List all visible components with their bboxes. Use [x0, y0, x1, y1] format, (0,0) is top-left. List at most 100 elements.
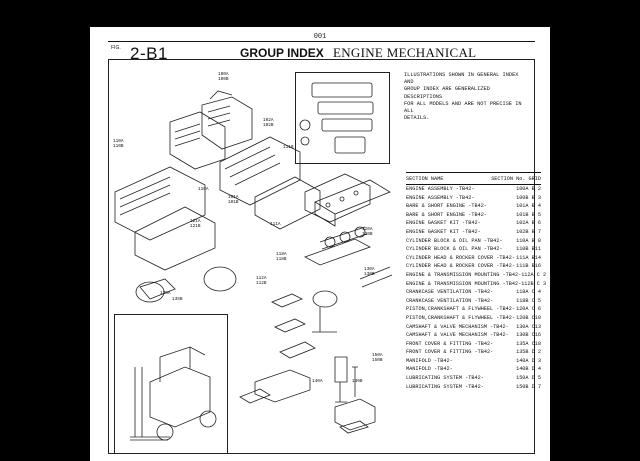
row-grid: C 3 — [536, 280, 547, 287]
row-code: 118A — [516, 289, 529, 296]
manifold-illustration — [239, 369, 376, 434]
index-row[interactable]: CAMSHAFT & VALVE MECHANISM -TB42-130B C1… — [406, 331, 541, 340]
row-code: 112A — [521, 271, 534, 278]
row-code: 135A — [516, 340, 529, 347]
engine-assembly-illustration — [169, 90, 253, 170]
index-row[interactable]: ENGINE & TRANSMISSION MOUNTING -TB42-112… — [406, 271, 546, 280]
row-code: 120B — [516, 314, 529, 321]
row-code: 101B — [516, 211, 529, 218]
index-row[interactable]: ENGINE ASSEMBLY -TB42-100A B 2 — [406, 185, 541, 194]
row-code: 102B — [516, 228, 529, 235]
row-grid: D 2 — [531, 349, 541, 356]
row-grid: B 5 — [531, 211, 541, 218]
callout: 121A — [190, 219, 201, 224]
index-row[interactable]: LUBRICATING SYSTEM -TB42-150A D 5 — [406, 374, 541, 383]
index-row[interactable]: LUBRICATING SYSTEM -TB42-150B D 7 — [406, 383, 541, 392]
row-code: 130B — [516, 332, 529, 339]
callout: 120A — [362, 227, 373, 232]
note-line: DETAILS. — [404, 115, 430, 122]
index-row[interactable]: FRONT COVER & FITTING -TB42-135B D 2 — [406, 348, 541, 357]
index-row[interactable]: CYLINDER BLOCK & OIL PAN -TB42-110A B 8 — [406, 237, 541, 246]
index-row[interactable]: CRANKCASE VENTILATION -TB42-118A C 4 — [406, 288, 541, 297]
row-code: 100B — [516, 194, 529, 201]
index-row[interactable]: CAMSHAFT & VALVE MECHANISM -TB42-130A C1… — [406, 323, 541, 332]
index-row[interactable]: CYLINDER HEAD & ROCKER COVER -TB42-111A … — [406, 254, 541, 263]
row-section-code: 118A C 4 — [516, 288, 541, 297]
index-row[interactable]: PISTON,CRANKSHAFT & FLYWHEEL -TB42-120B … — [406, 314, 541, 323]
row-section-name: ENGINE GASKET KIT -TB42- — [406, 228, 481, 235]
callout: 130A — [364, 267, 375, 272]
callout: 101B — [228, 200, 239, 205]
callout: 135A — [160, 291, 171, 296]
row-code: 135B — [516, 349, 529, 356]
row-section-code: 111B B16 — [516, 262, 541, 271]
index-row[interactable]: MANIFOLD -TB42-140A D 3 — [406, 357, 541, 366]
row-section-name: CYLINDER BLOCK & OIL PAN -TB42- — [406, 237, 503, 244]
callout: 100B — [218, 77, 229, 82]
index-row[interactable]: FRONT COVER & FITTING -TB42-135A C18 — [406, 340, 541, 349]
row-section-name: ENGINE ASSEMBLY -TB42- — [406, 194, 475, 201]
row-section-code: 110B B11 — [516, 245, 541, 254]
row-code: 111B — [516, 263, 529, 270]
callout: 110A — [113, 139, 124, 144]
row-grid: C10 — [531, 314, 541, 321]
callout: 110B — [113, 144, 124, 149]
callout: 130B — [364, 272, 375, 277]
row-section-code: 101B B 5 — [516, 211, 541, 220]
row-grid: C 6 — [531, 306, 541, 313]
row-grid: C 5 — [531, 297, 541, 304]
row-grid: B14 — [531, 254, 541, 261]
row-section-name: BARE & SHORT ENGINE -TB42- — [406, 203, 487, 210]
index-row[interactable]: CRANKCASE VENTILATION -TB42-118B C 5 — [406, 297, 541, 306]
row-code: 140A — [516, 357, 529, 364]
page-subtitle: ENGINE MECHANICAL — [333, 45, 477, 60]
callout: 150A — [372, 353, 383, 358]
index-row[interactable]: ENGINE & TRANSMISSION MOUNTING -TB42-112… — [406, 280, 546, 289]
row-section-code: 135B D 2 — [516, 348, 541, 357]
row-section-code: 140A D 3 — [516, 357, 541, 366]
callout: 110A — [198, 187, 209, 192]
row-section-name: MANIFOLD -TB42- — [406, 366, 453, 373]
header-section-no: SECTION No. GRID — [491, 176, 541, 182]
row-section-code: 111A B14 — [516, 254, 541, 263]
figure-label: FIG. — [111, 45, 121, 51]
row-code: 120A — [516, 306, 529, 313]
index-row[interactable]: PISTON,CRANKSHAFT & FLYWHEEL -TB42-120A … — [406, 305, 541, 314]
gasket-kit-illustration — [299, 82, 374, 154]
row-grid: C16 — [531, 332, 541, 339]
row-section-code: 120A C 6 — [516, 305, 541, 314]
row-section-code: 118B C 5 — [516, 297, 541, 306]
row-grid: B 2 — [531, 186, 541, 192]
title-rule — [108, 41, 535, 60]
illustration-frame — [108, 59, 535, 454]
page-title: GROUP INDEX — [240, 46, 324, 60]
row-section-name: FRONT COVER & FITTING -TB42- — [406, 340, 494, 347]
row-grid: B 3 — [531, 194, 541, 201]
row-grid: C13 — [531, 323, 541, 330]
row-grid: C 2 — [536, 271, 547, 278]
section-index-table: SECTION NAME SECTION No. GRID ENGINE ASS… — [406, 172, 546, 392]
callout: 111B — [283, 145, 294, 150]
index-row[interactable]: CYLINDER HEAD & ROCKER COVER -TB42-111B … — [406, 262, 541, 271]
index-row[interactable]: MANIFOLD -TB42-140B D 4 — [406, 365, 541, 374]
mounting-bracket-illustration — [271, 293, 316, 359]
index-header: SECTION NAME SECTION No. GRID — [406, 172, 541, 185]
index-row[interactable]: CYLINDER BLOCK & OIL PAN -TB42-110B B11 — [406, 245, 541, 254]
index-row[interactable]: ENGINE GASKET KIT -TB42-102A B 6 — [406, 219, 541, 228]
index-row[interactable]: BARE & SHORT ENGINE -TB42- 101A B 4 — [406, 202, 541, 211]
row-grid: D 5 — [531, 375, 541, 382]
index-row[interactable]: BARE & SHORT ENGINE -TB42-101B B 5 — [406, 211, 541, 220]
callout: 140B — [352, 379, 363, 384]
callout: 112A — [256, 276, 267, 281]
row-section-name: LUBRICATING SYSTEM -TB42- — [406, 383, 484, 390]
callout: 112B — [256, 281, 267, 286]
callout: 140A — [312, 379, 323, 384]
index-row[interactable]: ENGINE GASKET KIT -TB42-102B B 7 — [406, 228, 541, 237]
row-code: 130A — [516, 323, 529, 330]
row-section-code: 101A B 4 — [516, 202, 541, 211]
callout: 120B — [362, 232, 373, 237]
row-grid: D 7 — [531, 383, 541, 390]
header-section-name: SECTION NAME — [406, 176, 444, 182]
row-section-name: ENGINE GASKET KIT -TB42- — [406, 220, 481, 227]
index-row[interactable]: ENGINE ASSEMBLY -TB42- 100B B 3 — [406, 194, 541, 203]
